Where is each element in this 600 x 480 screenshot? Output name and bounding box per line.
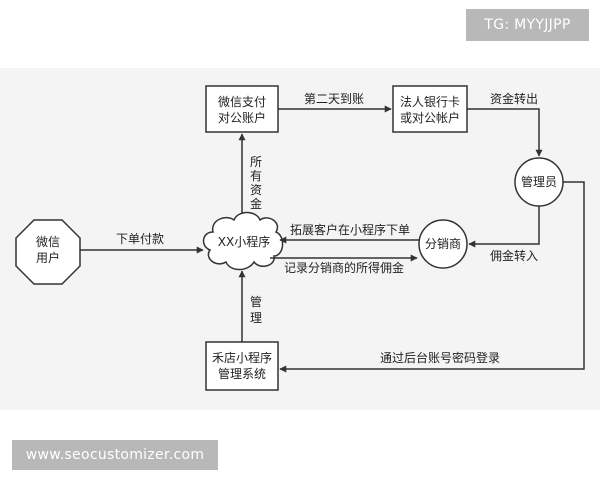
node-admin-label: 管理员 <box>521 174 557 189</box>
node-wechat-pay-line2: 对公账户 <box>218 110 266 125</box>
node-distributor: 分销商 <box>418 219 468 269</box>
node-mini-program-label: XX小程序 <box>218 234 270 249</box>
node-backend-line1: 禾店小程序 <box>212 350 272 365</box>
node-wechat-user-line1: 微信 <box>36 235 60 249</box>
edge-manage: 管 理 <box>238 270 262 342</box>
node-wechat-pay-line1: 微信支付 <box>218 95 266 109</box>
node-backend: 禾店小程序 管理系统 <box>205 341 279 391</box>
edge-backend-login-label: 通过后台账号密码登录 <box>380 350 500 365</box>
edge-all-funds-char4: 金 <box>250 196 262 211</box>
node-mini-program: XX小程序 <box>202 211 284 271</box>
node-admin: 管理员 <box>514 157 564 207</box>
watermark-top-right: TG: MYYJJPP <box>466 9 589 41</box>
node-backend-line2: 管理系统 <box>218 366 266 381</box>
edge-fund-out: 资金转出 <box>467 91 543 157</box>
edge-record-commission-label: 记录分销商的所得佣金 <box>284 260 404 275</box>
edge-commission-in: 佣金转入 <box>468 206 540 263</box>
edge-manage-char1: 管 <box>250 294 262 309</box>
node-wechat-user: 微信 用户 <box>15 219 81 285</box>
edge-record-commission: 记录分销商的所得佣金 <box>270 254 418 275</box>
node-bank-card: 法人银行卡 或对公帐户 <box>392 85 468 133</box>
node-distributor-label: 分销商 <box>425 236 461 251</box>
edge-all-funds-char3: 资 <box>250 183 262 197</box>
edge-all-funds-char2: 有 <box>250 169 262 183</box>
edge-expand-customers: 拓展客户在小程序下单 <box>279 222 419 244</box>
node-bank-card-line2: 或对公帐户 <box>400 110 460 125</box>
node-bank-card-line1: 法人银行卡 <box>400 95 460 109</box>
edge-expand-customers-label: 拓展客户在小程序下单 <box>290 222 410 237</box>
edge-order-payment-label: 下单付款 <box>116 232 164 246</box>
watermark-bottom-left: www.seocustomizer.com <box>12 440 218 470</box>
edge-next-day-label: 第二天到账 <box>304 92 364 106</box>
edge-order-payment: 下单付款 <box>80 232 204 254</box>
node-wechat-pay: 微信支付 对公账户 <box>205 85 279 133</box>
edge-all-funds-char1: 所 <box>250 155 262 169</box>
edge-backend-login: 通过后台账号密码登录 <box>279 181 585 373</box>
edge-next-day: 第二天到账 <box>278 92 392 113</box>
diagram-background <box>0 68 600 410</box>
edge-fund-out-label: 资金转出 <box>490 91 538 106</box>
edge-commission-in-label: 佣金转入 <box>490 248 538 263</box>
edge-all-funds: 所 有 资 金 <box>238 133 262 214</box>
node-wechat-user-line2: 用户 <box>36 250 60 265</box>
edge-manage-char2: 理 <box>250 311 262 325</box>
